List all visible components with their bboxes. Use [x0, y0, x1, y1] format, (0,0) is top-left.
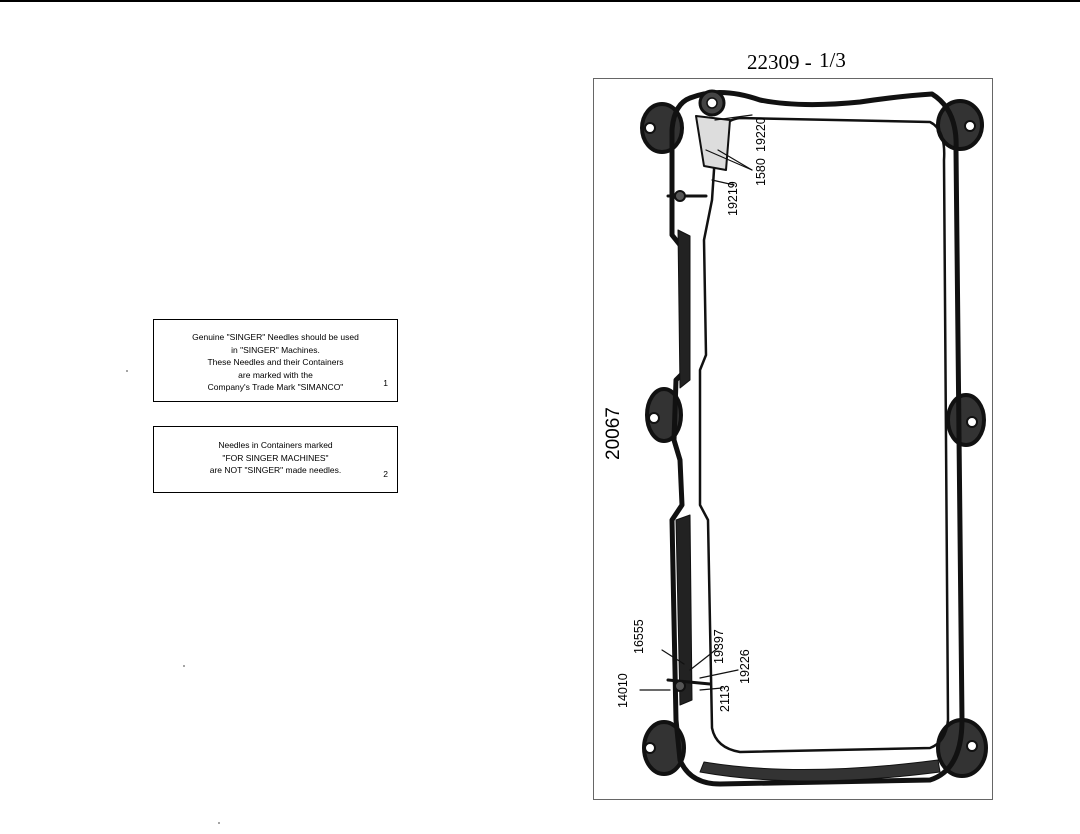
part-label-19220: 19220 [754, 117, 768, 152]
plate-fraction: 1/3 [819, 48, 846, 72]
notice-line: are NOT "SINGER" made needles. [209, 465, 342, 475]
notice-line: are marked with the [238, 369, 313, 380]
notice-number: 2 [383, 469, 388, 479]
figure-frame [593, 78, 993, 800]
notice-line: "FOR SINGER MACHINES" [222, 452, 329, 463]
notice-line: These Needles and their Containers [207, 357, 344, 367]
part-label-16555: 16555 [632, 619, 646, 654]
part-label-14010: 14010 [616, 673, 630, 708]
notice-line: in "SINGER" Machines. [231, 344, 320, 355]
main-part-number: 20067 [603, 407, 624, 460]
scan-speck [126, 370, 128, 372]
not-singer-needles-notice: Needles in Containers marked "FOR SINGER… [153, 426, 398, 493]
genuine-needles-notice: Genuine "SINGER" Needles should be used … [153, 319, 398, 402]
scan-speck [218, 822, 220, 824]
notice-number: 1 [383, 378, 388, 388]
part-label-1580: 1580 [754, 158, 768, 186]
side-lug-right [946, 393, 986, 447]
part-label-19219: 19219 [726, 181, 740, 216]
scan-speck [183, 665, 185, 667]
part-label-2113: 2113 [718, 685, 732, 712]
top-border-rule [0, 0, 1080, 2]
frame-outline [669, 89, 965, 787]
part-label-19397: 19397 [712, 629, 726, 664]
part-label-19226: 19226 [738, 649, 752, 684]
plate-number: 22309 - [747, 50, 812, 74]
notice-line: Needles in Containers marked [218, 440, 333, 450]
notice-line: Genuine "SINGER" Needles should be used [192, 332, 359, 342]
notice-line: Company's Trade Mark "SIMANCO" [207, 382, 344, 392]
